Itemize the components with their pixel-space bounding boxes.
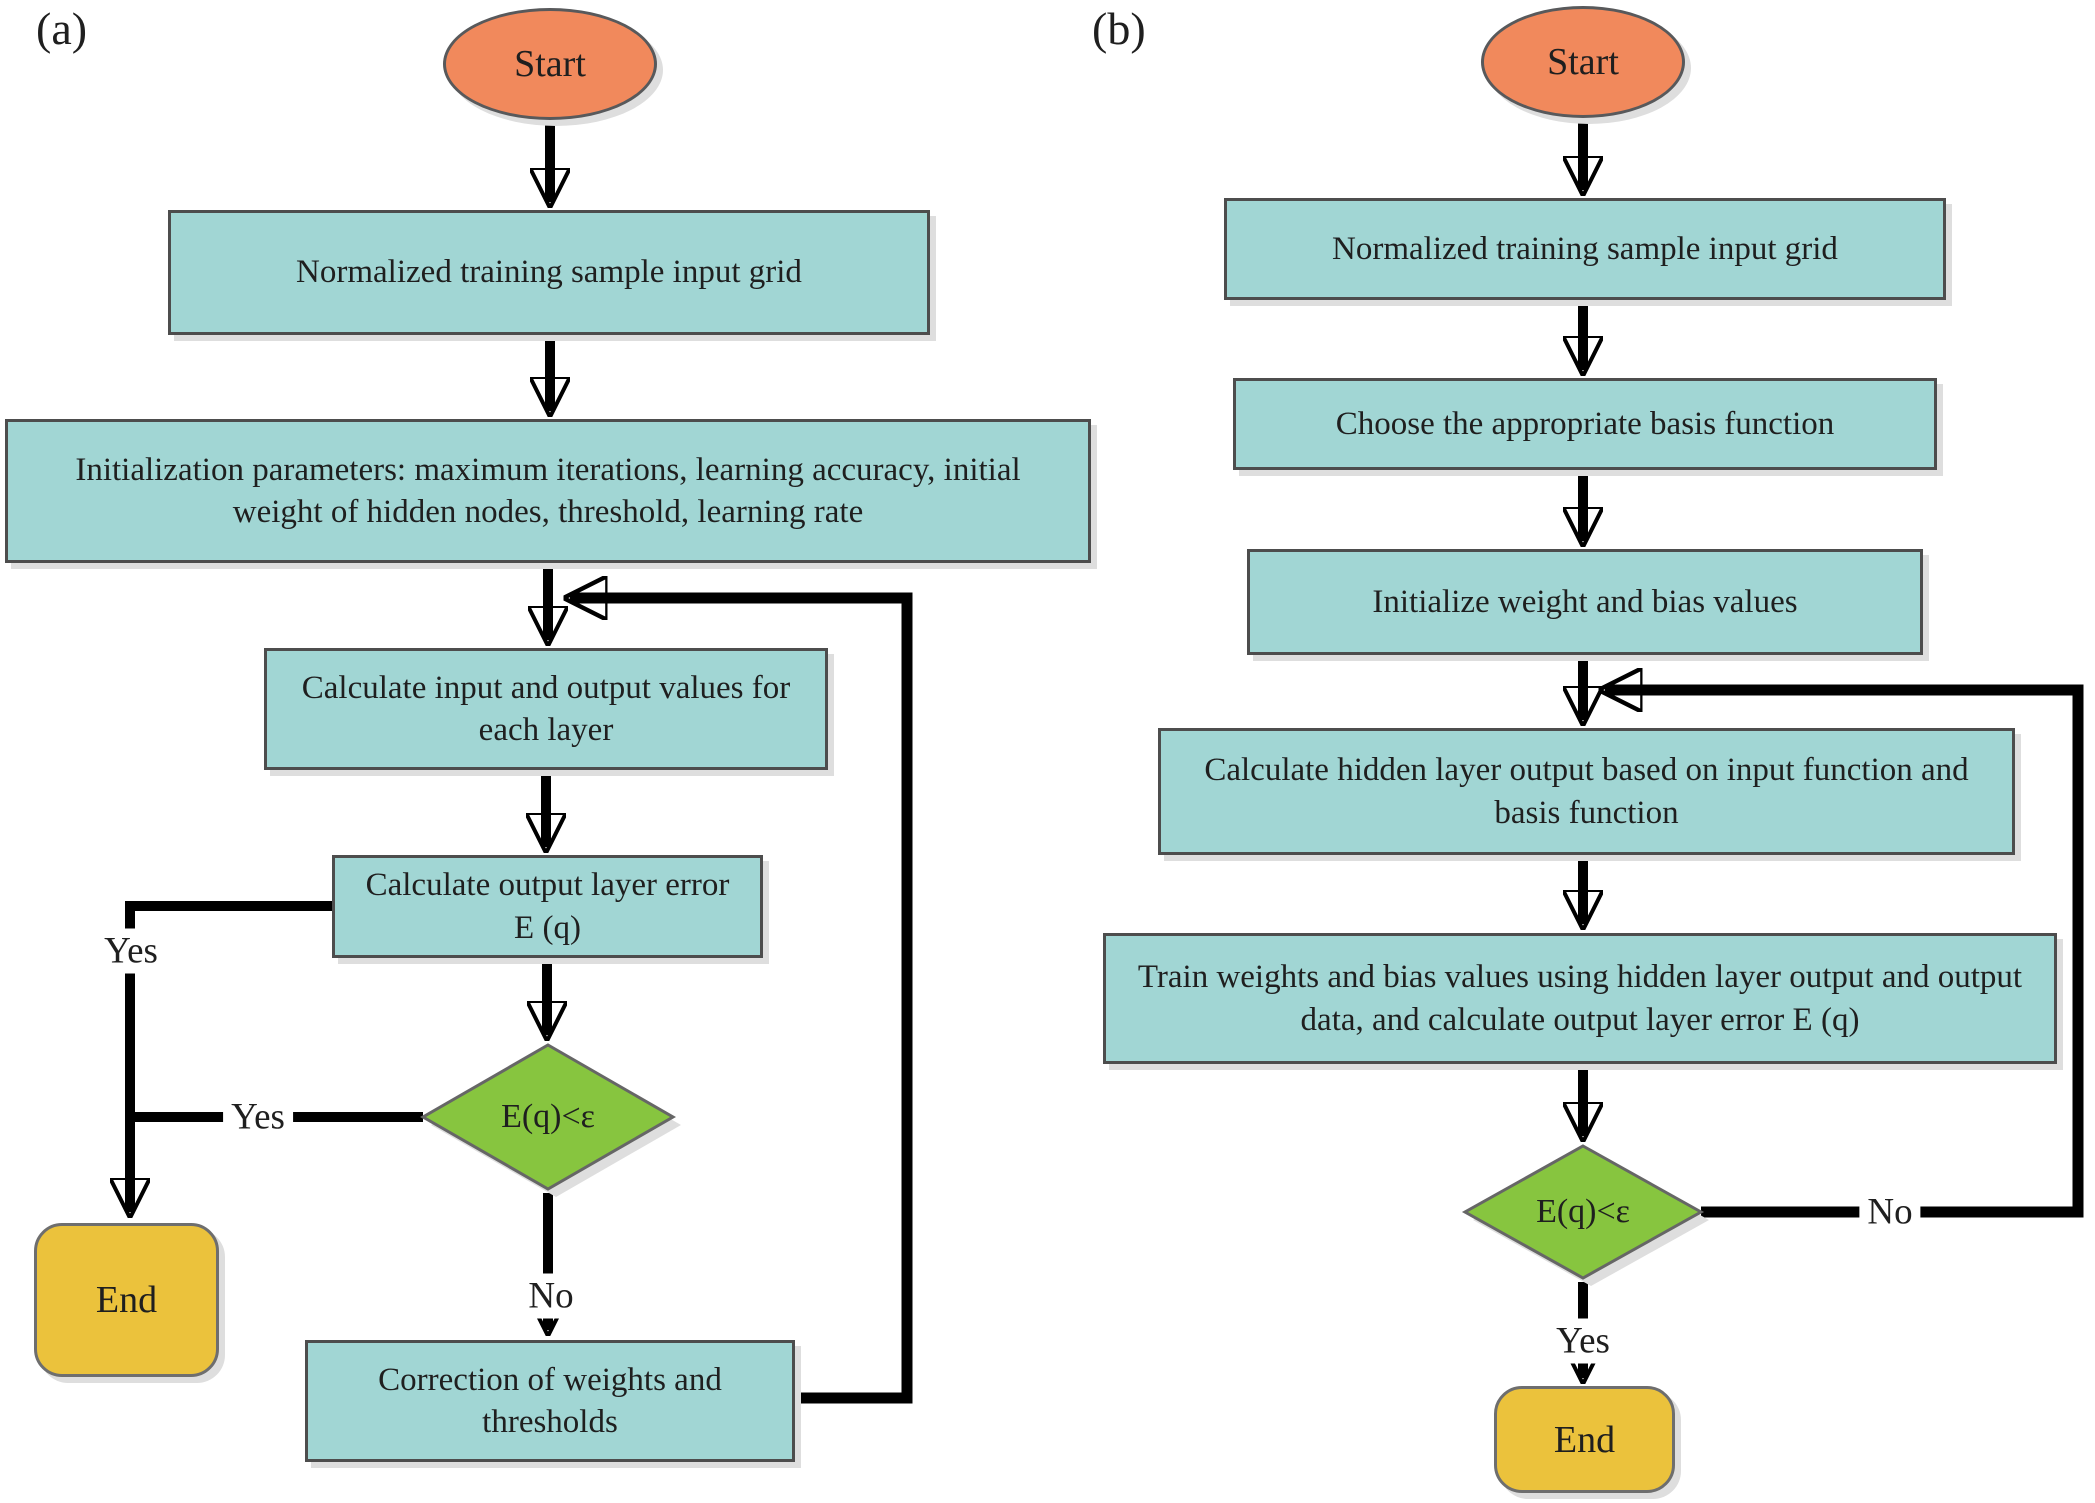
end-node-b-label: End bbox=[1553, 1418, 1616, 1461]
edge-label-b-no: No bbox=[1859, 1189, 1921, 1235]
process-b-choose-basis-label: Choose the appropriate basis function bbox=[1335, 405, 1835, 442]
edge-label-a-yes-top: Yes bbox=[96, 928, 166, 974]
process-b-choose-basis: Choose the appropriate basis function bbox=[1233, 378, 1937, 470]
process-a-calc-error-label: Calculate output layer error E (q) bbox=[365, 867, 730, 946]
panel-b-label: (b) bbox=[1092, 3, 1146, 54]
decision-diamond-a bbox=[419, 1043, 677, 1191]
process-b-normalized-label: Normalized training sample input grid bbox=[1332, 230, 1838, 267]
edge-label-b-yes: Yes bbox=[1548, 1318, 1618, 1364]
process-a-normalized-label: Normalized training sample input grid bbox=[296, 254, 802, 291]
decision-a-label: E(q)<ε bbox=[501, 1098, 595, 1135]
process-b-init-weights-label: Initialize weight and bias values bbox=[1372, 583, 1798, 620]
process-b-train: Train weights and bias values using hidd… bbox=[1103, 933, 2057, 1064]
process-a-normalized: Normalized training sample input grid bbox=[168, 210, 930, 335]
process-b-calc-hidden-label: Calculate hidden layer output based on i… bbox=[1204, 752, 1969, 831]
loop-a-correction-to-calcio bbox=[570, 598, 913, 1404]
process-b-init-weights: Initialize weight and bias values bbox=[1247, 549, 1923, 655]
end-node-a-label: End bbox=[95, 1279, 158, 1321]
process-b-calc-hidden: Calculate hidden layer output based on i… bbox=[1158, 728, 2015, 855]
process-a-initialization: Initialization parameters: maximum itera… bbox=[5, 419, 1091, 563]
decision-diamond-b bbox=[1461, 1144, 1705, 1280]
process-a-calc-io-label: Calculate input and output values for ea… bbox=[301, 669, 791, 748]
end-node-b: End bbox=[1494, 1386, 1675, 1493]
edge-label-a-no: No bbox=[520, 1273, 582, 1319]
process-a-initialization-label: Initialization parameters: maximum itera… bbox=[75, 451, 1021, 530]
process-a-calc-error: Calculate output layer error E (q) bbox=[332, 855, 763, 958]
start-node-b-label: Start bbox=[1547, 41, 1619, 83]
panel-a-label: (a) bbox=[36, 3, 88, 54]
start-node-b: Start bbox=[1481, 6, 1685, 118]
process-b-normalized: Normalized training sample input grid bbox=[1224, 198, 1946, 300]
decision-b-label: E(q)<ε bbox=[1536, 1193, 1630, 1230]
end-node-a: End bbox=[34, 1223, 219, 1377]
process-b-train-label: Train weights and bias values using hidd… bbox=[1137, 959, 2023, 1038]
start-node-a-label: Start bbox=[514, 43, 586, 85]
start-node-a: Start bbox=[443, 8, 657, 120]
arrow-a-yes-calcerror-to-end bbox=[130, 901, 332, 1212]
process-a-calc-io: Calculate input and output values for ea… bbox=[264, 648, 828, 770]
edge-label-a-yes-decision: Yes bbox=[223, 1094, 293, 1140]
process-a-correction: Correction of weights and thresholds bbox=[305, 1340, 795, 1462]
process-a-correction-label: Correction of weights and thresholds bbox=[378, 1361, 722, 1440]
